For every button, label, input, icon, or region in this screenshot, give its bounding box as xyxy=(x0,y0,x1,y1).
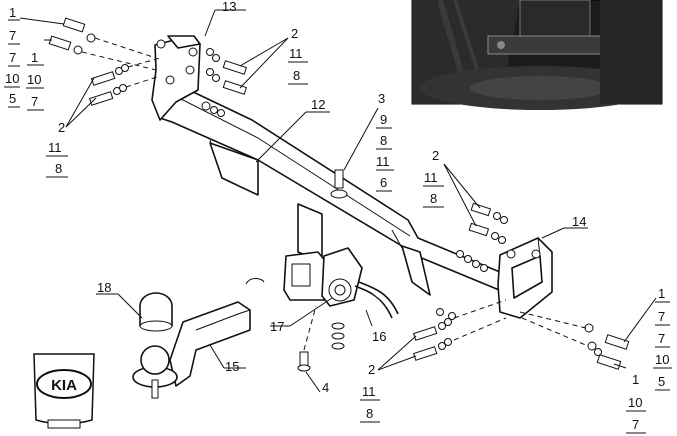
receiver-assembly xyxy=(283,203,363,307)
bolt-set-bottom xyxy=(412,299,507,361)
wiring-harness xyxy=(245,278,399,319)
bolt-set-top-left xyxy=(48,17,157,71)
bolt-set-right-upper xyxy=(456,202,508,272)
callout-right-stack: 1 7 7 10 5 xyxy=(653,286,672,391)
right-bracket xyxy=(497,237,553,319)
vehicle-photo-icon xyxy=(411,0,663,110)
bolt-set-top-right xyxy=(201,48,248,117)
leader-lines xyxy=(19,9,657,393)
callout-bottom-bolt: 4 xyxy=(322,380,329,395)
svg-text:10: 10 xyxy=(27,72,41,87)
svg-text:7: 7 xyxy=(9,28,16,43)
svg-text:11: 11 xyxy=(376,154,390,169)
svg-text:2: 2 xyxy=(368,362,375,377)
svg-text:7: 7 xyxy=(658,309,665,324)
svg-text:1: 1 xyxy=(632,372,639,387)
ball-mount xyxy=(132,301,251,399)
callout-top-right-group: 2 11 8 xyxy=(288,26,308,85)
bolt-set-center xyxy=(330,169,348,199)
kia-logo-icon: KIA xyxy=(33,353,95,429)
svg-text:3: 3 xyxy=(378,91,385,106)
svg-text:11: 11 xyxy=(48,140,62,155)
bolt-set-right xyxy=(519,311,630,370)
callout-bottom-group: 2 11 8 xyxy=(360,362,380,423)
logo-text: KIA xyxy=(51,377,77,394)
callout-bracket-top: 13 xyxy=(222,0,236,14)
svg-text:11: 11 xyxy=(362,384,376,399)
callout-top-left-inner-stack: 1 10 7 xyxy=(26,50,44,111)
callout-ball-mount: 15 xyxy=(225,359,239,374)
bolt-bottom-single xyxy=(297,305,317,372)
callout-ball-cover: 18 xyxy=(97,280,111,295)
svg-text:1: 1 xyxy=(31,50,38,65)
svg-text:8: 8 xyxy=(55,161,62,176)
svg-text:10: 10 xyxy=(5,71,19,86)
svg-text:11: 11 xyxy=(424,170,438,185)
svg-text:10: 10 xyxy=(628,395,642,410)
callout-right-group: 2 11 8 xyxy=(423,148,444,208)
svg-text:2: 2 xyxy=(432,148,439,163)
svg-text:8: 8 xyxy=(293,68,300,83)
svg-text:1: 1 xyxy=(658,286,665,301)
callout-socket-plate: 17 xyxy=(270,319,284,334)
cross-beam xyxy=(155,79,513,296)
callout-left-group: 2 11 8 xyxy=(46,120,68,178)
svg-text:6: 6 xyxy=(380,175,387,190)
callout-wiring: 16 xyxy=(372,329,386,344)
svg-text:1: 1 xyxy=(9,5,16,20)
callout-center-stack: 3 9 8 11 6 xyxy=(376,91,394,192)
svg-text:7: 7 xyxy=(632,417,639,432)
svg-text:8: 8 xyxy=(366,406,373,421)
callout-beam: 12 xyxy=(311,97,325,112)
svg-text:8: 8 xyxy=(430,191,437,206)
svg-text:8: 8 xyxy=(380,133,387,148)
callout-top-left-stack: 1 7 7 10 5 xyxy=(4,5,20,108)
svg-text:10: 10 xyxy=(655,352,669,367)
svg-text:9: 9 xyxy=(380,112,387,127)
callout-bracket-right: 14 xyxy=(572,214,586,229)
svg-text:7: 7 xyxy=(9,50,16,65)
left-bracket xyxy=(151,35,201,121)
callout-right-inner-stack: 1 10 7 xyxy=(626,372,646,434)
svg-text:7: 7 xyxy=(31,94,38,109)
svg-text:7: 7 xyxy=(658,331,665,346)
socket-hardware xyxy=(331,322,345,350)
ball-cover xyxy=(139,292,173,332)
svg-text:11: 11 xyxy=(289,46,303,61)
svg-text:2: 2 xyxy=(58,120,65,135)
svg-text:5: 5 xyxy=(9,91,16,106)
svg-text:2: 2 xyxy=(291,26,298,41)
bolt-set-left xyxy=(88,57,161,106)
svg-text:5: 5 xyxy=(658,374,665,389)
